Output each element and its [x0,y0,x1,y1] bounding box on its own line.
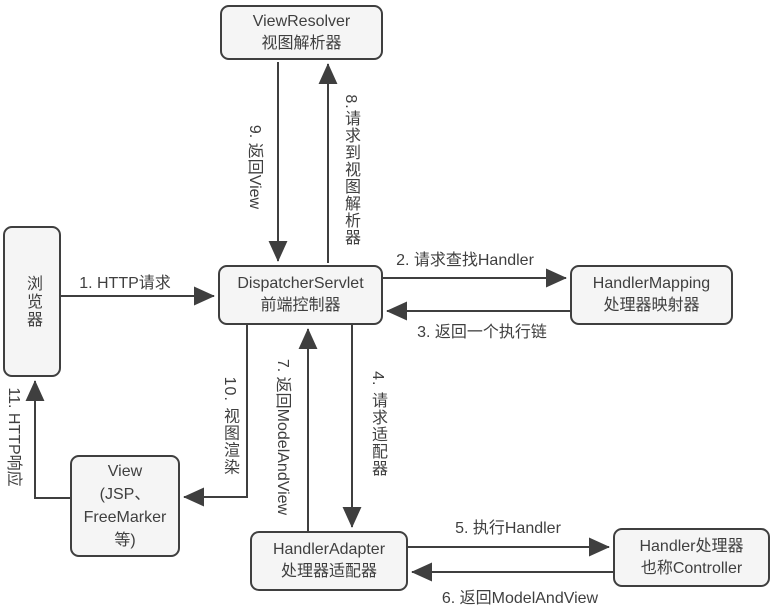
box-handler-mapping: HandlerMapping 处理器映射器 [570,265,733,325]
edge-label-1-http-request: 1. HTTP请求 [79,275,171,292]
edge-label-8-request-view-resolver: 8.请求到视图解析器 [342,94,359,246]
box-browser-label: 浏览器 [24,274,41,329]
box-handler-mapping-title: HandlerMapping [592,275,711,292]
box-dispatcher-servlet: DispatcherServlet 前端控制器 [218,265,383,325]
box-view-line3: FreeMarker [83,509,167,526]
edge-label-9-return-view: 9. 返回View [246,124,263,210]
box-view: View (JSP、 FreeMarker 等) [70,455,180,557]
edge-label-6-return-modelandview: 6. 返回ModelAndView [441,590,599,605]
edge-label-5-execute-handler: 5. 执行Handler [455,520,561,537]
edge-label-3-return-execution-chain: 3. 返回一个执行链 [417,324,547,341]
edge-label-2-find-handler: 2. 请求查找Handler [396,252,534,269]
edge-label-4-request-adapter: 4. 请求适配器 [369,371,386,477]
box-handler-title: Handler处理器 [639,537,744,555]
edge-label-10-view-render: 10. 视图渲染 [221,376,238,476]
arrow-11-http-response [25,380,70,499]
box-handler-subtitle: 也称Controller [640,559,743,577]
box-view-resolver: ViewResolver 视图解析器 [220,5,383,60]
box-browser: 浏览器 [3,226,61,377]
edge-label-11-http-response: 11. HTTP响应 [5,387,22,487]
edge-label-7-return-modelandview: 7. 返回ModelAndView [274,358,291,516]
box-handler-mapping-subtitle: 处理器映射器 [603,297,700,314]
arrow-10-view-render [183,325,248,507]
box-handler-adapter-title: HandlerAdapter [272,541,386,558]
box-handler-adapter-subtitle: 处理器适配器 [280,563,377,580]
box-dispatcher-title: DispatcherServlet [237,275,364,292]
box-view-line2: (JSP、 [99,486,151,503]
box-handler-controller: Handler处理器 也称Controller [613,528,770,587]
box-dispatcher-subtitle: 前端控制器 [260,297,341,314]
box-view-resolver-subtitle: 视图解析器 [261,34,342,52]
box-handler-adapter: HandlerAdapter 处理器适配器 [250,531,408,591]
box-view-resolver-title: ViewResolver [252,12,351,30]
box-view-line4: 等) [114,532,136,549]
box-view-line1: View [107,463,143,480]
